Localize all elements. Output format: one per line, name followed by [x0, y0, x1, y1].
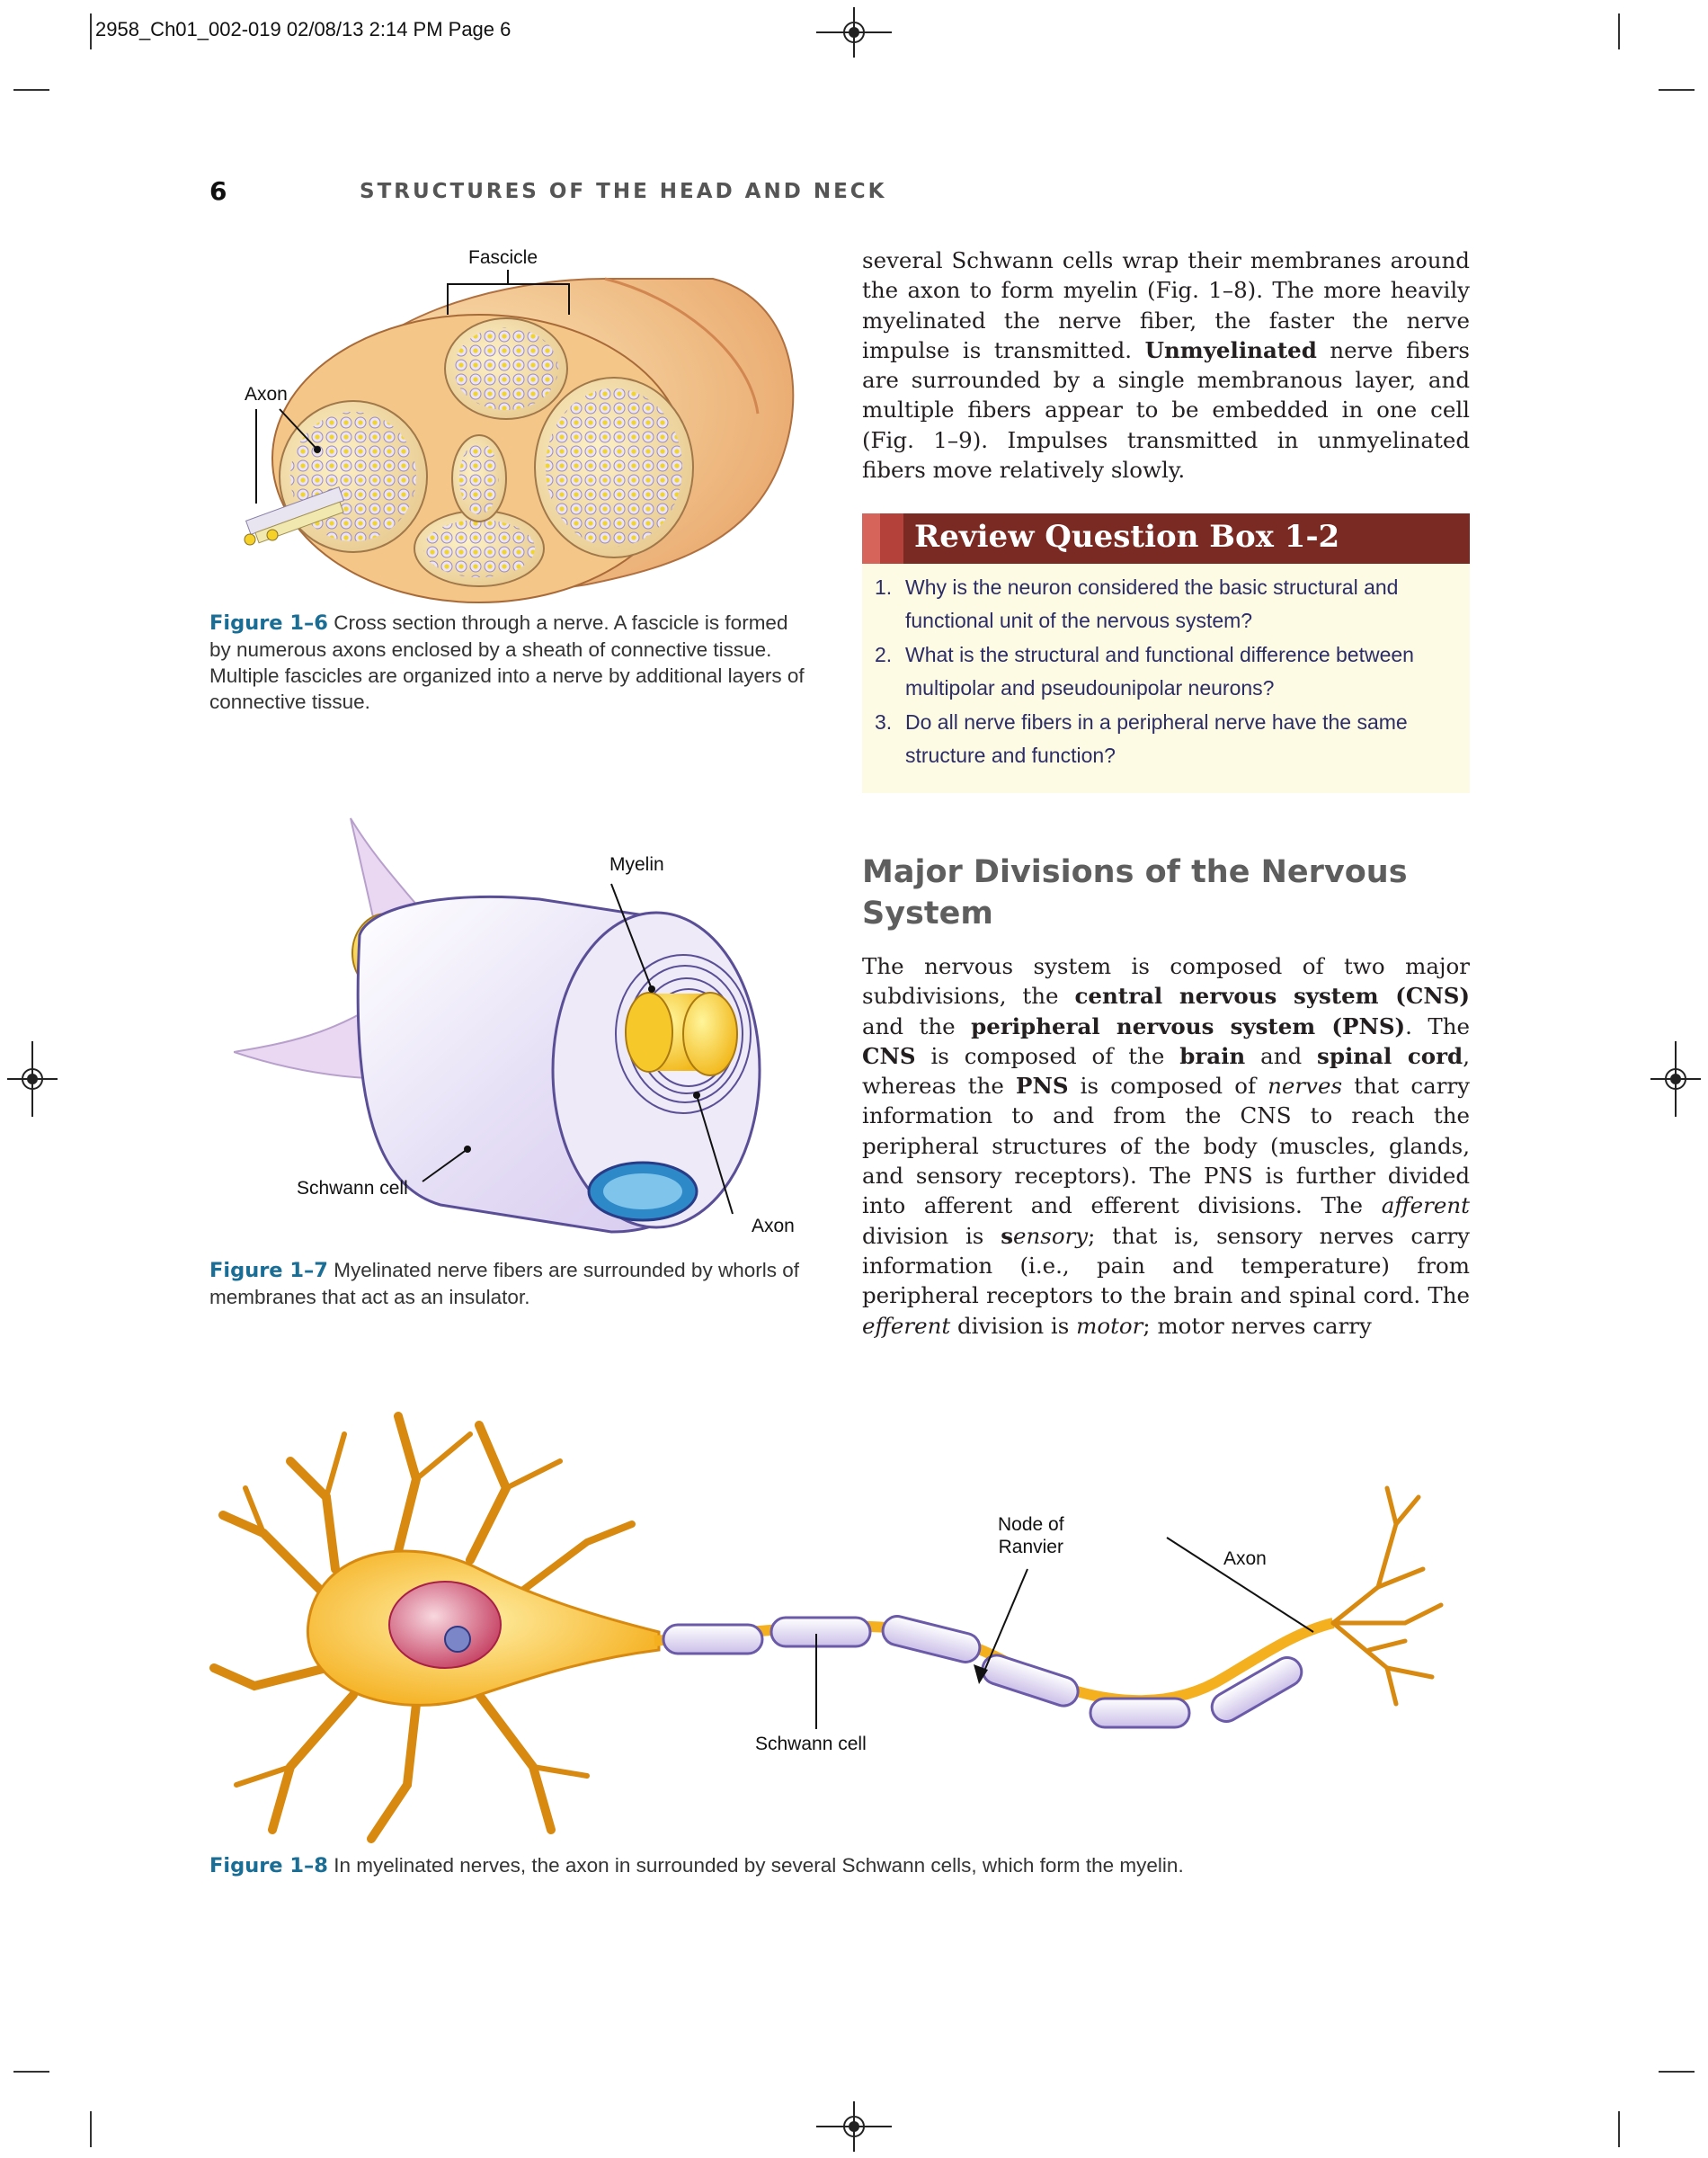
registration-mark-bottom: [816, 2101, 892, 2152]
review-questions: 1. Why is the neuron considered the basic…: [875, 571, 1459, 773]
text-run: nerve fibers are surrounded by a single …: [862, 336, 1470, 484]
italic-term: motor: [1076, 1312, 1143, 1339]
crop-mark: [1659, 2071, 1695, 2073]
section-paragraph: The nervous system is composed of two ma…: [862, 951, 1470, 1341]
bold-term: spinal cord: [1317, 1042, 1463, 1069]
italic-term: ensory: [1012, 1222, 1089, 1249]
question-number: 2.: [875, 643, 893, 666]
italic-term: nerves: [1268, 1073, 1343, 1100]
caption-text: Cross section through a nerve. A fascicl…: [209, 611, 805, 713]
crop-mark: [13, 2071, 49, 2073]
question-number: 3.: [875, 710, 893, 734]
text-run: and the: [862, 1012, 972, 1039]
bold-term: CNS: [862, 1042, 916, 1069]
page-number: 6: [209, 176, 227, 206]
review-box-header: Review Question Box 1-2: [862, 513, 1470, 564]
schwann-cell-label-fig-1-7: Schwann cell: [297, 1178, 408, 1199]
crop-mark: [1618, 2111, 1620, 2147]
fascicle-label: Fascicle: [468, 247, 538, 268]
review-box-title: Review Question Box 1-2: [914, 519, 1340, 555]
review-question: 3. Do all nerve fibers in a peripheral ne…: [875, 706, 1459, 772]
schwann-cell-label-fig-1-8: Schwann cell: [755, 1734, 867, 1754]
text-run: , whereas the: [862, 1042, 1470, 1100]
figure-1-6-caption: Figure 1–6 Cross section through a nerve…: [209, 610, 814, 715]
italic-term: efferent: [862, 1312, 951, 1339]
text-run: division is: [862, 1222, 1001, 1249]
review-question: 1. Why is the neuron considered the basic…: [875, 571, 1459, 638]
text-run: division is: [950, 1312, 1077, 1339]
figure-1-7-caption: Figure 1–7 Myelinated nerve fibers are s…: [209, 1257, 814, 1310]
node-of-ranvier-label: Node of Ranvier: [998, 1513, 1064, 1558]
crop-mark: [1618, 13, 1620, 49]
section-heading: Major Divisions of the Nervous System: [862, 854, 1408, 932]
question-text: What is the structural and functional di…: [905, 643, 1414, 700]
italic-term: afferent: [1381, 1192, 1470, 1219]
label-line: Ranvier: [998, 1537, 1063, 1557]
label-line: Node of: [998, 1514, 1064, 1535]
registration-mark-top: [816, 7, 892, 58]
question-text: Do all nerve fibers in a peripheral nerv…: [905, 710, 1408, 767]
myelin-label: Myelin: [609, 854, 664, 875]
registration-mark-left: [7, 1041, 58, 1117]
running-head: STRUCTURES OF THE HEAD AND NECK: [360, 180, 887, 203]
intro-paragraph: several Schwann cells wrap their membran…: [862, 245, 1470, 485]
text-run: ; motor nerves carry: [1143, 1312, 1372, 1339]
text-run: several Schwann cells wrap their membran…: [862, 247, 1470, 363]
bold-term: PNS: [1016, 1073, 1069, 1100]
review-question: 2. What is the structural and functional …: [875, 638, 1459, 705]
crop-mark: [90, 13, 92, 49]
text-run: The nervous system is composed of two ma…: [862, 953, 1470, 1010]
figure-label: Figure 1–8: [209, 1854, 328, 1877]
axon-label-fig-1-7: Axon: [752, 1216, 795, 1236]
bold-term: Unmyelinated: [1144, 336, 1317, 363]
figure-1-8-caption: Figure 1–8 In myelinated nerves, the axo…: [209, 1852, 1468, 1879]
crop-mark: [13, 89, 49, 91]
axon-label-fig-1-6: Axon: [245, 384, 288, 405]
text-run: ; that is, sensory nerves carry informat…: [862, 1222, 1470, 1309]
figure-label: Figure 1–6: [209, 611, 328, 635]
axon-label-fig-1-8: Axon: [1223, 1548, 1267, 1569]
review-question-box: Review Question Box 1-2 1. Why is the neu…: [862, 513, 1470, 793]
caption-text: Myelinated nerve fibers are surrounded b…: [209, 1259, 799, 1308]
figure-1-8-illustration: [209, 1412, 1444, 1843]
caption-text: In myelinated nerves, the axon in surrou…: [327, 1854, 1184, 1877]
text-run: is composed of: [1068, 1073, 1268, 1100]
bold-term: peripheral nervous system (PNS): [971, 1012, 1406, 1039]
question-text: Why is the neuron considered the basic s…: [905, 575, 1399, 632]
text-run: and: [1245, 1042, 1318, 1069]
bold-term: s: [1001, 1222, 1013, 1249]
text-run: is composed of the: [915, 1042, 1180, 1069]
figure-1-6-illustration: [244, 270, 795, 603]
question-number: 1.: [875, 575, 893, 599]
figure-1-7-illustration: [234, 817, 761, 1234]
figure-label: Figure 1–7: [209, 1259, 328, 1282]
bold-term: central nervous system (CNS): [1074, 983, 1470, 1010]
bold-term: brain: [1179, 1042, 1246, 1069]
text-run: that carry information to and from the C…: [862, 1073, 1470, 1219]
text-run: . The: [1405, 1012, 1470, 1039]
crop-mark: [1659, 89, 1695, 91]
printer-slug: 2958_Ch01_002-019 02/08/13 2:14 PM Page …: [95, 18, 512, 40]
registration-mark-right: [1650, 1041, 1701, 1117]
header-accent: [862, 513, 880, 564]
crop-mark: [90, 2111, 92, 2147]
